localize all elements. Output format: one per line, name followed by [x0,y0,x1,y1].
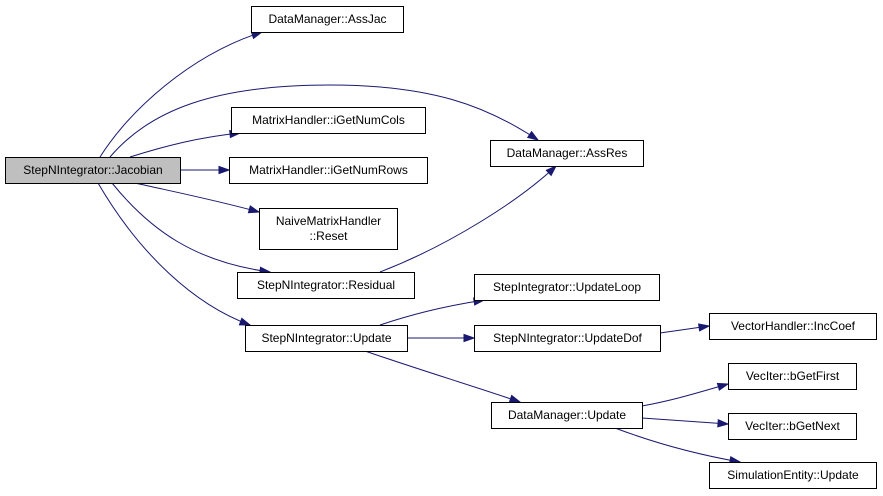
edge-line [364,350,521,403]
node-bgetnext[interactable]: VecIter::bGetNext [728,413,857,440]
edge-line [641,417,729,425]
node-reset[interactable]: NaiveMatrixHandler::Reset [259,208,398,250]
node-label: ::Reset [309,229,348,243]
nodes-layer: StepNIntegrator::Jacobian DataManager::As… [5,6,877,489]
node-label: NaiveMatrixHandler [276,214,381,228]
edge-jacobian-to-getrows [180,165,231,175]
edge-line [129,132,241,158]
node-label: VectorHandler::IncCoef [731,319,856,333]
edge-line [97,182,251,326]
edge-line [379,165,557,273]
node-upddof[interactable]: StepNIntegrator::UpdateDof [474,325,661,352]
node-label: StepNIntegrator::Jacobian [23,163,162,177]
edge-line [641,383,729,407]
edges-layer [97,31,742,465]
node-assres[interactable]: DataManager::AssRes [490,140,644,167]
node-label: StepNIntegrator::Update [261,331,391,345]
edge-jacobian-to-assjac [99,31,264,158]
node-label: SimulationEntity::Update [727,468,859,482]
node-updloop[interactable]: StepIntegrator::UpdateLoop [474,274,660,301]
node-box [491,402,643,429]
node-box [231,107,426,134]
node-label: DataManager::AssJac [268,12,386,26]
node-residual[interactable]: StepNIntegrator::Residual [237,272,415,299]
edge-line [111,182,271,273]
node-label: MatrixHandler::iGetNumCols [252,113,405,127]
node-label: StepNIntegrator::UpdateDof [493,331,642,345]
edge-update-to-upddof [407,333,476,343]
node-box [245,325,408,352]
edge-dmupdate-to-bgetnext [641,417,730,428]
node-inccoef[interactable]: VectorHandler::IncCoef [709,313,877,340]
edge-line [109,84,539,158]
edge-residual-to-assres [379,164,558,273]
node-label: StepIntegrator::UpdateLoop [493,280,641,294]
node-dmupdate[interactable]: DataManager::Update [491,402,643,429]
node-jacobian[interactable]: StepNIntegrator::Jacobian [5,157,181,184]
node-label: DataManager::AssRes [507,146,628,160]
node-box [259,208,398,250]
edge-line [99,31,263,158]
arrowhead [716,382,730,391]
edge-jacobian-to-update [97,182,252,326]
node-box [229,157,428,184]
node-label: VecIter::bGetFirst [746,369,840,383]
node-label: DataManager::Update [508,408,626,422]
node-box [5,157,181,184]
edge-line [614,427,741,463]
node-label: MatrixHandler::iGetNumRows [249,163,408,177]
node-box [728,413,857,440]
node-update[interactable]: StepNIntegrator::Update [245,325,408,352]
node-box [709,313,877,340]
edge-line [134,182,260,213]
edge-update-to-updloop [379,297,486,326]
node-box [474,325,661,352]
arrowhead [698,323,711,332]
node-box [709,462,877,489]
node-assjac[interactable]: DataManager::AssJac [251,6,404,33]
node-box [237,272,415,299]
node-label: StepNIntegrator::Residual [257,278,395,292]
arrowhead [717,419,730,428]
node-getcols[interactable]: MatrixHandler::iGetNumCols [231,107,426,134]
edge-jacobian-to-reset [134,182,261,214]
arrowhead [238,317,252,326]
arrowhead [545,164,558,177]
node-box [251,6,404,33]
edge-jacobian-to-getcols [129,129,242,158]
node-getrows[interactable]: MatrixHandler::iGetNumRows [229,157,428,184]
edge-dmupdate-to-bgetfirst [641,382,730,407]
arrowhead [247,205,261,214]
node-box [728,363,857,390]
arrowhead [526,130,540,141]
edge-line [379,299,485,326]
arrowhead [463,333,476,343]
node-box [474,274,660,301]
node-label: VecIter::bGetNext [745,419,840,433]
node-box [490,140,644,167]
edge-upddof-to-inccoef [659,323,711,334]
arrowhead [508,394,522,403]
node-simupdate[interactable]: SimulationEntity::Update [709,462,877,489]
edge-update-to-dmupdate [364,350,522,403]
arrowhead [218,165,231,175]
node-bgetfirst[interactable]: VecIter::bGetFirst [728,363,857,390]
edge-dmupdate-to-simupdate [614,427,742,465]
edge-jacobian-to-residual [111,182,272,275]
edge-jacobian-to-assres [109,84,540,158]
